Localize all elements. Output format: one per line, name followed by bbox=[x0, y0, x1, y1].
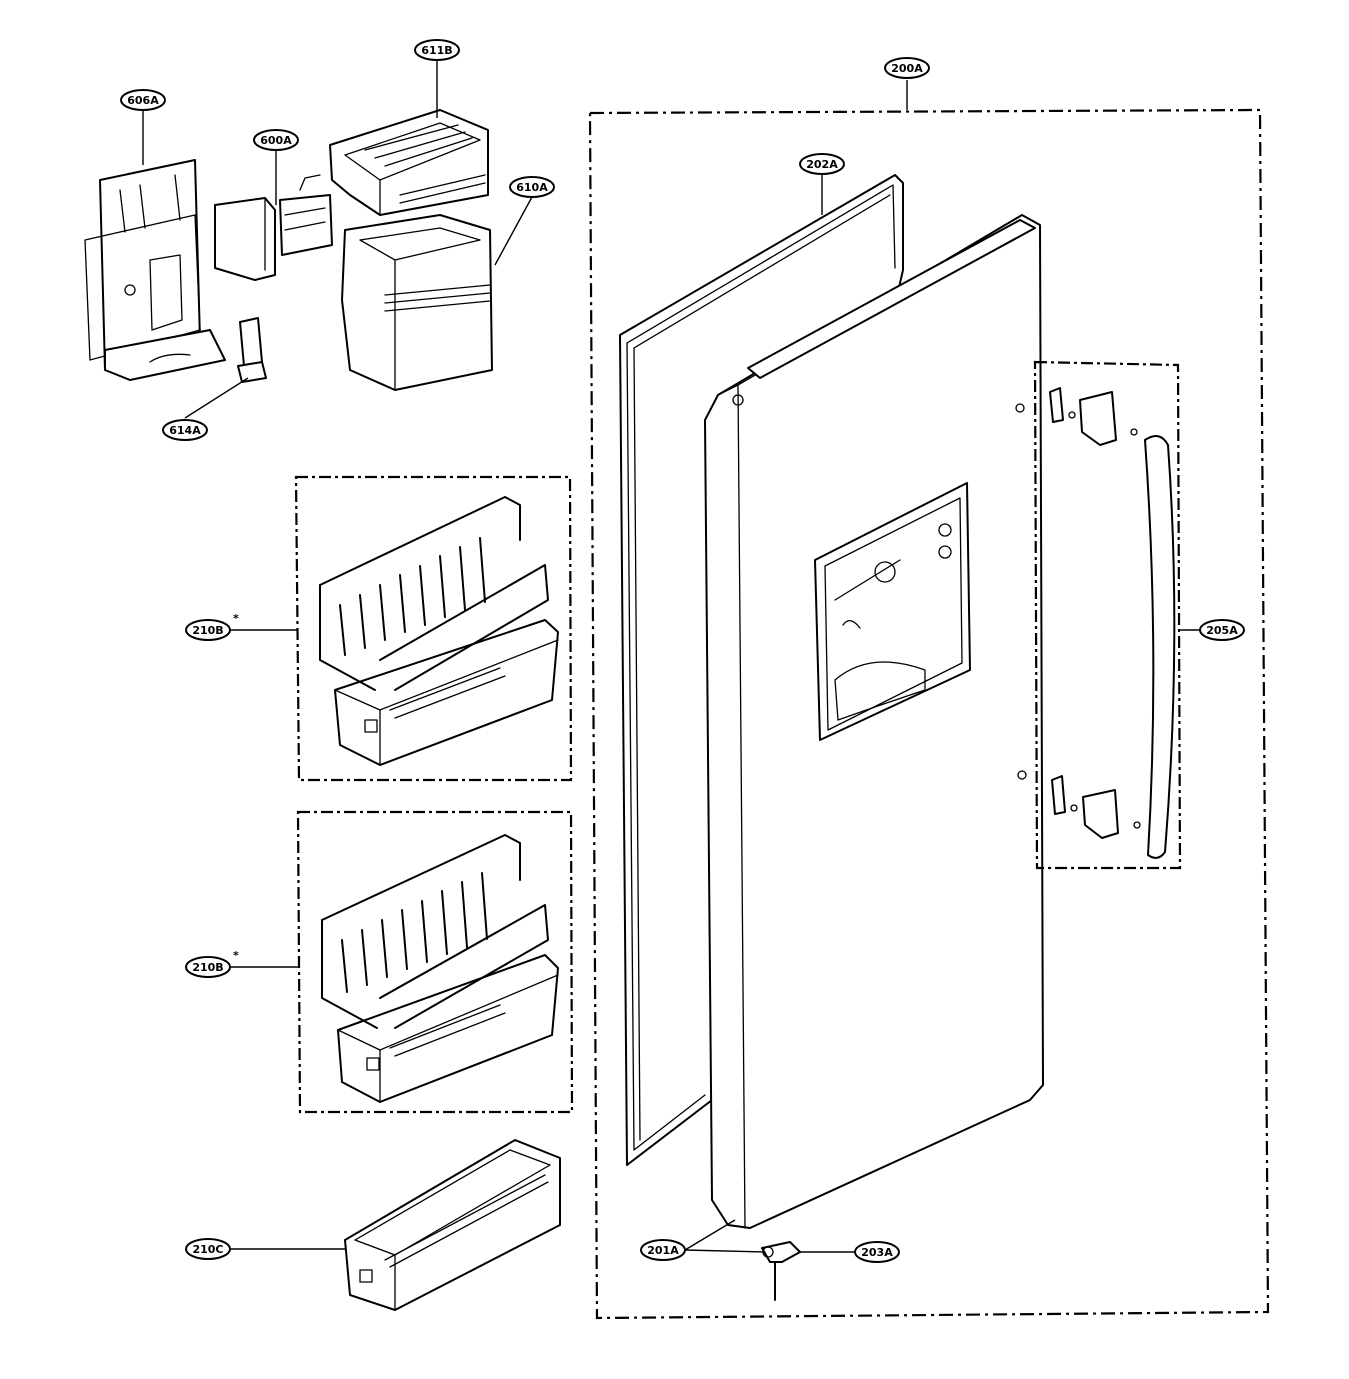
callout-600A: 600A bbox=[253, 129, 299, 151]
ice-maker-bracket-drawing bbox=[84, 159, 226, 381]
label-202A: 202A bbox=[806, 158, 838, 171]
switch-part-drawing bbox=[237, 317, 267, 383]
callout-200A: 200A bbox=[884, 57, 930, 79]
label-205A: 205A bbox=[1206, 624, 1238, 637]
label-611B: 611B bbox=[421, 44, 452, 57]
bottom-hinge-drawing bbox=[761, 1241, 801, 1301]
callout-210B-upper: 210B * bbox=[185, 612, 239, 641]
label-203A: 203A bbox=[861, 1246, 893, 1259]
callout-210B-middle: 210B * bbox=[185, 949, 239, 978]
label-201A: 201A bbox=[647, 1244, 679, 1257]
door-bin-upper-drawing bbox=[294, 475, 573, 782]
door-bin-middle-drawing bbox=[296, 810, 574, 1114]
ice-bucket-cover-drawing bbox=[329, 109, 489, 216]
asterisk-middle: * bbox=[233, 949, 239, 962]
callout-205A: 205A bbox=[1199, 619, 1245, 641]
label-614A: 614A bbox=[169, 424, 201, 437]
callout-611B: 611B bbox=[414, 39, 460, 61]
handle-assembly-outline bbox=[1033, 360, 1182, 870]
label-200A: 200A bbox=[891, 62, 923, 75]
callout-202A: 202A bbox=[799, 153, 845, 175]
label-606A: 606A bbox=[127, 94, 159, 107]
leader-lines bbox=[142, 60, 1200, 1253]
callout-614A: 614A bbox=[162, 419, 208, 441]
door-assembly-outline bbox=[588, 108, 1270, 1320]
callout-606A: 606A bbox=[120, 89, 166, 111]
door-body-drawing bbox=[704, 214, 1044, 1229]
callout-210C: 210C bbox=[185, 1238, 231, 1260]
door-handle-drawing bbox=[1015, 387, 1176, 859]
ice-maker-unit-drawing bbox=[214, 174, 333, 281]
callout-203A: 203A bbox=[854, 1241, 900, 1263]
callout-201A: 201A bbox=[640, 1239, 686, 1261]
label-210B-upper: 210B bbox=[192, 624, 223, 637]
label-210B-middle: 210B bbox=[192, 961, 223, 974]
door-bin-lower-drawing bbox=[344, 1139, 561, 1311]
asterisk-upper: * bbox=[233, 612, 239, 625]
label-210C: 210C bbox=[192, 1243, 223, 1256]
label-600A: 600A bbox=[260, 134, 292, 147]
label-610A: 610A bbox=[516, 181, 548, 194]
callout-610A: 610A bbox=[509, 176, 555, 198]
ice-bucket-drawing bbox=[341, 214, 493, 391]
